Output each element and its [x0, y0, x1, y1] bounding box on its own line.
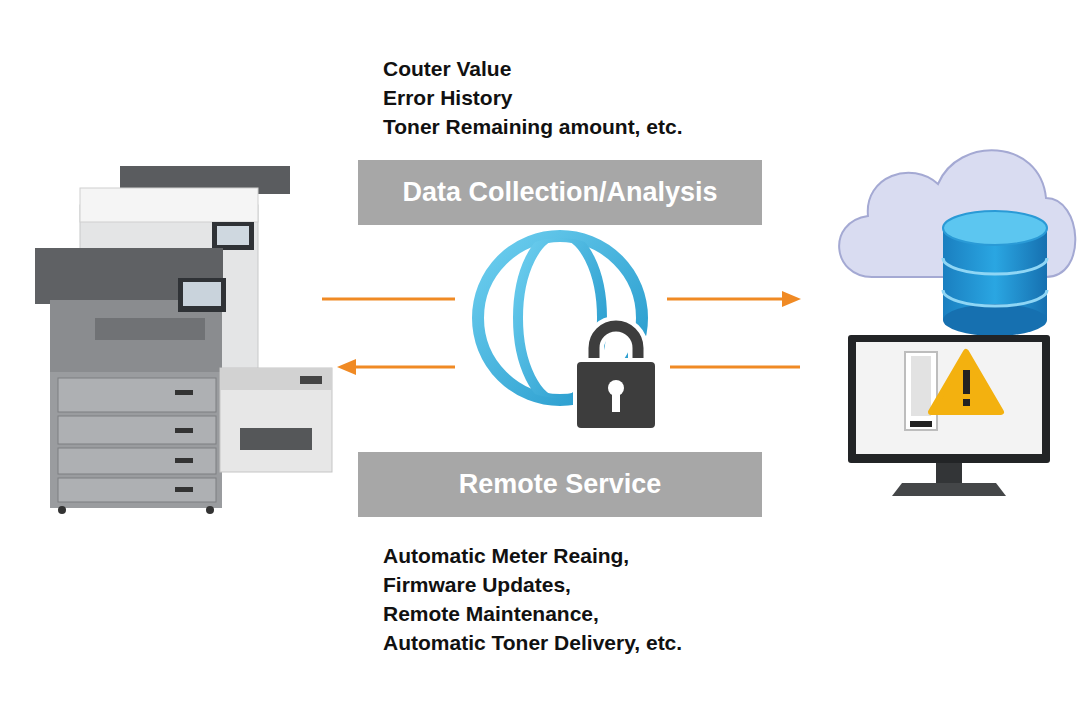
- list-item: Toner Remaining amount, etc.: [383, 115, 682, 139]
- printer-tray: [95, 318, 205, 340]
- printer-panel: [212, 222, 254, 250]
- band-title: Data Collection/Analysis: [402, 177, 717, 208]
- list-item: Error History: [383, 86, 513, 110]
- lock-body: [575, 360, 657, 430]
- printer-drawer: [58, 416, 216, 444]
- arrow-line: [322, 298, 455, 301]
- database-band: [943, 258, 1047, 274]
- warning-mark: [963, 370, 970, 394]
- database-band: [943, 290, 1047, 306]
- printer-screen: [217, 226, 249, 245]
- drawer-handle: [175, 458, 193, 463]
- printer-group: [35, 166, 332, 514]
- band-box: Data Collection/Analysis: [358, 160, 762, 225]
- warning-mark: [963, 399, 970, 406]
- printer-body: [50, 300, 222, 508]
- printer-slot: [240, 428, 312, 450]
- list-item: Automatic Toner Delivery, etc.: [383, 631, 682, 655]
- toner-gauge: [905, 352, 937, 430]
- printer-drawer: [58, 478, 216, 502]
- server-group: [839, 150, 1075, 496]
- list-item: Remote Maintenance,: [383, 602, 599, 626]
- printer-small: [220, 368, 332, 472]
- database-bottom: [943, 304, 1047, 336]
- band-title: Remote Service: [459, 469, 662, 500]
- list-item: Couter Value: [383, 57, 511, 81]
- printer-screen: [183, 282, 221, 306]
- printer-drawer: [58, 378, 216, 412]
- drawer-handle: [175, 428, 193, 433]
- monitor-screen: [856, 342, 1042, 454]
- printer-feeder: [80, 188, 258, 222]
- globe-parallel: [470, 269, 650, 279]
- printer-panel: [300, 376, 322, 384]
- toner-gauge-level: [910, 421, 932, 427]
- warning-triangle: [931, 352, 1001, 412]
- printer-wheel: [206, 506, 214, 514]
- printer-panel: [178, 278, 226, 312]
- arrow-head: [337, 359, 356, 375]
- arrow-line: [670, 366, 800, 369]
- printer-drawer: [58, 448, 216, 474]
- printer-small-top: [220, 368, 332, 390]
- list-item: Automatic Meter Reaing,: [383, 544, 629, 568]
- arrow-head: [782, 291, 801, 307]
- printer-wheel: [58, 506, 66, 514]
- lock-icon: [575, 326, 657, 430]
- drawer-handle: [175, 390, 193, 395]
- database-top: [943, 211, 1047, 245]
- list-item: Firmware Updates,: [383, 573, 571, 597]
- band-box: Remote Service: [358, 452, 762, 517]
- monitor-stand: [936, 463, 962, 483]
- monitor-frame: [848, 335, 1050, 463]
- toner-gauge-empty: [911, 356, 931, 416]
- arrow-line: [667, 298, 784, 301]
- drawer-handle: [175, 487, 193, 492]
- monitor-base: [892, 483, 1006, 496]
- arrow-line: [354, 366, 455, 369]
- lock-keyhole: [612, 390, 620, 412]
